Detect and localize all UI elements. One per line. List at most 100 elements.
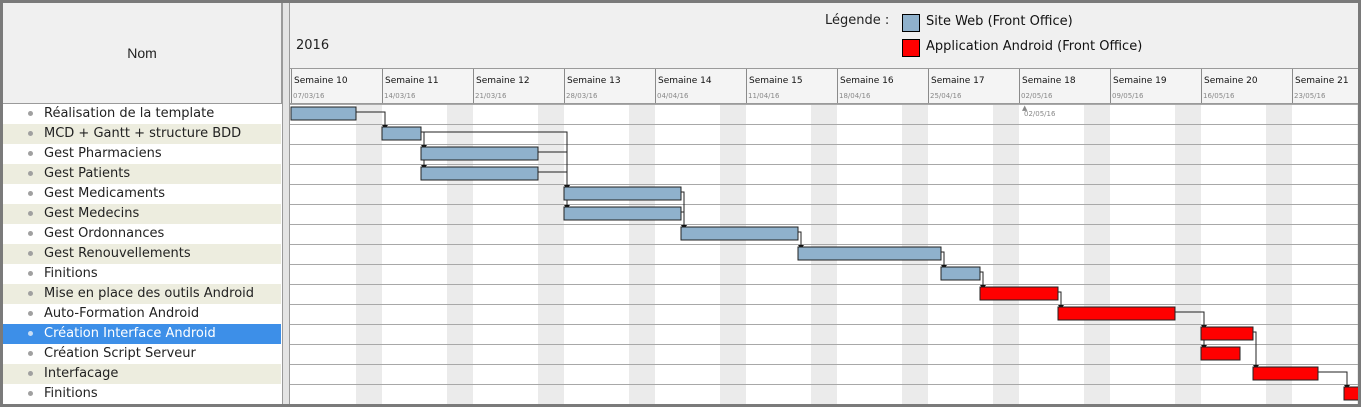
bullet-icon [28, 311, 33, 316]
bullet-icon [28, 291, 33, 296]
week-date: 25/04/16 [930, 92, 962, 100]
task-name: Auto-Formation Android [44, 306, 200, 321]
task-row[interactable]: Mise en place des outils Android [3, 284, 281, 304]
week-date: 07/03/16 [293, 92, 325, 100]
week-label: Semaine 16 [840, 76, 894, 86]
task-name: Création Script Serveur [44, 346, 196, 361]
weekend-shade [720, 104, 746, 404]
task-bar [1252, 366, 1319, 381]
task-name: Gest Pharmaciens [44, 146, 162, 161]
week-column-header: Semaine 21 23/05/16 [1292, 69, 1358, 103]
task-name: Gest Patients [44, 166, 131, 181]
week-column-header: Semaine 16 18/04/16 [837, 69, 928, 103]
task-row[interactable]: Réalisation de la template [3, 104, 281, 124]
bullet-icon [28, 351, 33, 356]
task-row[interactable]: Auto-Formation Android [3, 304, 281, 324]
week-label: Semaine 15 [749, 76, 803, 86]
task-row[interactable]: Finitions [3, 264, 281, 284]
task-row[interactable]: Finitions [3, 384, 281, 404]
task-bar [1200, 346, 1241, 361]
bullet-icon [28, 371, 33, 376]
task-name: Gest Medicaments [44, 186, 166, 201]
week-date: 28/03/16 [566, 92, 598, 100]
milestone-date-label: 02/05/16 [1024, 110, 1056, 118]
task-row[interactable]: Création Script Serveur [3, 344, 281, 364]
bullet-icon [28, 271, 33, 276]
week-date: 16/05/16 [1203, 92, 1235, 100]
week-label: Semaine 12 [476, 76, 530, 86]
task-bar [381, 126, 422, 141]
weekend-shade [356, 104, 382, 404]
week-label: Semaine 21 [1295, 76, 1349, 86]
task-name: Réalisation de la template [44, 106, 215, 121]
task-name: Gest Ordonnances [44, 226, 165, 241]
week-date: 02/05/16 [1021, 92, 1053, 100]
name-column-header[interactable]: Nom [3, 3, 282, 104]
task-bar [1343, 386, 1358, 401]
dependency-link [980, 271, 984, 288]
week-label: Semaine 13 [567, 76, 621, 86]
task-bar [420, 166, 539, 181]
gantt-chart [290, 104, 1358, 404]
task-row[interactable]: Création Interface Android [3, 324, 281, 344]
bullet-icon [28, 251, 33, 256]
task-name: Interfacage [44, 366, 119, 381]
task-name: Gest Medecins [44, 206, 140, 221]
week-date: 21/03/16 [475, 92, 507, 100]
week-date: 23/05/16 [1294, 92, 1326, 100]
week-label: Semaine 19 [1113, 76, 1167, 86]
week-column-header: Semaine 15 11/04/16 [746, 69, 837, 103]
bullet-icon [28, 211, 33, 216]
task-row[interactable]: Interfacage [3, 364, 281, 384]
task-name: Finitions [44, 266, 98, 281]
bullet-icon [28, 391, 33, 396]
gantt-chart-area [290, 104, 1358, 404]
task-bar [1200, 326, 1254, 341]
task-row[interactable]: Gest Patients [3, 164, 281, 184]
legend-label-web: Site Web (Front Office) [926, 14, 1073, 29]
task-row[interactable]: Gest Medicaments [3, 184, 281, 204]
weekend-shade [1357, 104, 1358, 404]
week-date: 18/04/16 [839, 92, 871, 100]
legend-title: Légende : [825, 13, 890, 28]
task-row[interactable]: Gest Medecins [3, 204, 281, 224]
legend-swatch-android [902, 39, 920, 57]
timeline-header [290, 3, 1358, 68]
weekend-shade [1266, 104, 1292, 404]
bullet-icon [28, 171, 33, 176]
task-row[interactable]: Gest Renouvellements [3, 244, 281, 264]
legend-swatch-web [902, 14, 920, 32]
dependency-link [941, 251, 945, 268]
bullet-icon [28, 331, 33, 336]
task-bar [290, 106, 357, 121]
bullet-icon [28, 111, 33, 116]
task-name: Mise en place des outils Android [44, 286, 255, 301]
task-name: MCD + Gantt + structure BDD [44, 126, 242, 141]
bullet-icon [28, 131, 33, 136]
task-row[interactable]: MCD + Gantt + structure BDD [3, 124, 281, 144]
task-row[interactable]: Gest Pharmaciens [3, 144, 281, 164]
dependency-link [1058, 291, 1062, 308]
task-name: Gest Renouvellements [44, 246, 191, 261]
bullet-icon [28, 231, 33, 236]
name-column-title: Nom [127, 45, 157, 61]
week-column-header: Semaine 12 21/03/16 [473, 69, 564, 103]
dependency-link [1253, 331, 1257, 368]
week-date: 11/04/16 [748, 92, 780, 100]
pane-splitter[interactable] [282, 3, 290, 404]
task-bar [979, 286, 1059, 301]
bullet-icon [28, 191, 33, 196]
task-bar [563, 186, 682, 201]
week-date: 04/04/16 [657, 92, 689, 100]
milestone-marker-icon: ▲ [1022, 104, 1028, 112]
task-row[interactable]: Gest Ordonnances [3, 224, 281, 244]
legend-label-android: Application Android (Front Office) [926, 39, 1143, 54]
task-bar [1057, 306, 1176, 321]
